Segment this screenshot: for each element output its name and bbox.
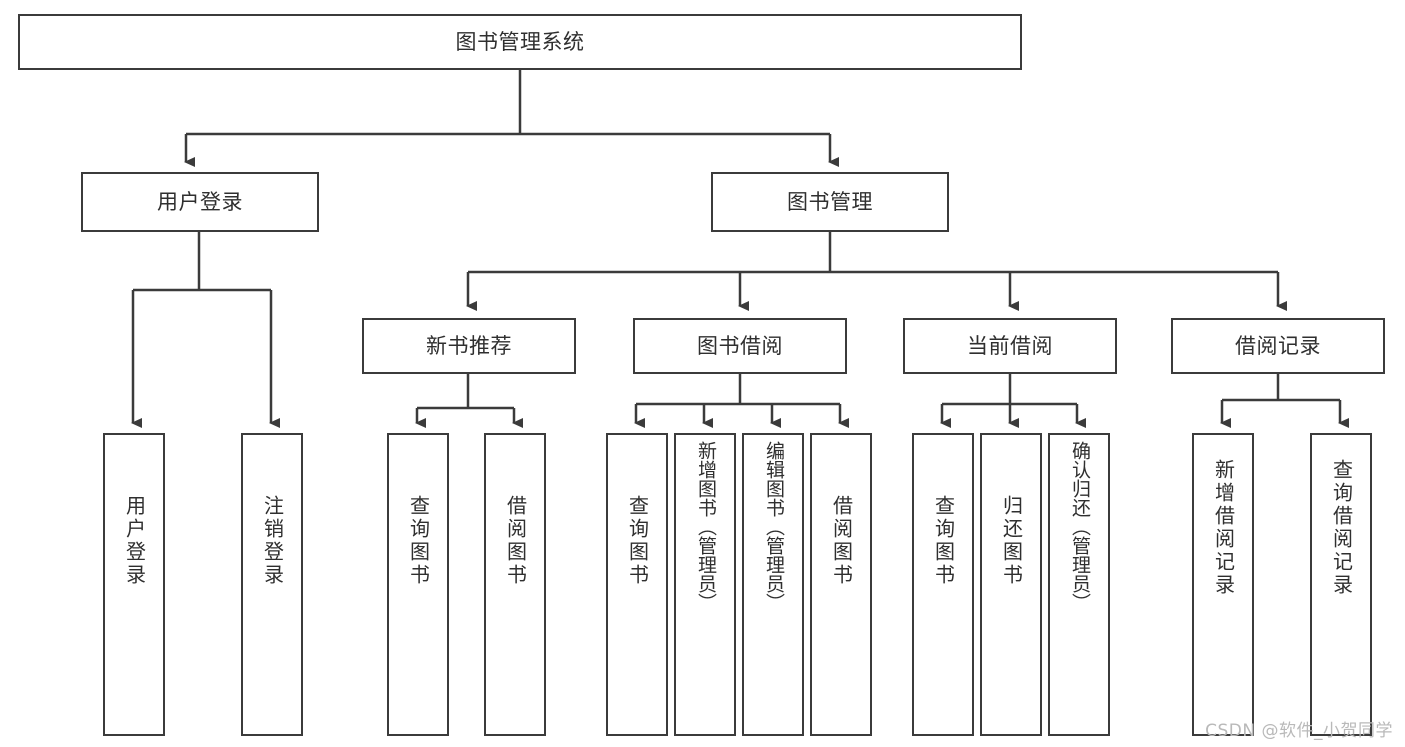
node-new-book-recommend[interactable]: 新书推荐 [362,318,576,374]
node-current-borrow-label: 当前借阅 [967,333,1053,358]
node-book-borrow-label: 图书借阅 [697,333,783,358]
node-leaf-user-login-label: 用户登录 [122,495,147,587]
node-leaf-query-book-2[interactable]: 查询图书 [606,433,668,736]
node-leaf-query-book-2-label: 查询图书 [625,495,650,587]
node-leaf-edit-book-admin[interactable]: 编辑图书（管理员） [742,433,804,736]
node-leaf-logout-label: 注销登录 [260,495,285,587]
node-leaf-query-book-3-label: 查询图书 [931,495,956,587]
node-root[interactable]: 图书管理系统 [18,14,1022,70]
node-leaf-confirm-return-admin-label: 确认归还（管理员） [1068,441,1091,612]
node-leaf-return-book[interactable]: 归还图书 [980,433,1042,736]
node-leaf-query-borrow-record[interactable]: 查询借阅记录 [1310,433,1372,736]
node-new-book-recommend-label: 新书推荐 [426,333,512,358]
node-root-label: 图书管理系统 [455,29,585,54]
node-leaf-add-borrow-record-label: 新增借阅记录 [1211,459,1236,597]
node-leaf-borrow-book-2[interactable]: 借阅图书 [810,433,872,736]
node-leaf-logout[interactable]: 注销登录 [241,433,303,736]
node-book-borrow[interactable]: 图书借阅 [633,318,847,374]
node-book-management-label: 图书管理 [787,189,873,214]
node-borrow-records-label: 借阅记录 [1235,333,1321,358]
node-leaf-add-book-admin-label: 新增图书（管理员） [694,441,717,612]
node-borrow-records[interactable]: 借阅记录 [1171,318,1385,374]
watermark-text: CSDN @软件_小贺同学 [1205,721,1393,741]
node-user-login-label: 用户登录 [157,189,243,214]
node-leaf-borrow-book-1[interactable]: 借阅图书 [484,433,546,736]
node-leaf-query-book-3[interactable]: 查询图书 [912,433,974,736]
node-leaf-add-borrow-record[interactable]: 新增借阅记录 [1192,433,1254,736]
node-leaf-add-book-admin[interactable]: 新增图书（管理员） [674,433,736,736]
node-book-management[interactable]: 图书管理 [711,172,949,232]
node-leaf-edit-book-admin-label: 编辑图书（管理员） [762,441,785,612]
node-leaf-query-book-1-label: 查询图书 [406,495,431,587]
node-leaf-user-login[interactable]: 用户登录 [103,433,165,736]
node-leaf-borrow-book-2-label: 借阅图书 [829,495,854,587]
node-leaf-query-book-1[interactable]: 查询图书 [387,433,449,736]
node-leaf-confirm-return-admin[interactable]: 确认归还（管理员） [1048,433,1110,736]
node-current-borrow[interactable]: 当前借阅 [903,318,1117,374]
node-leaf-query-borrow-record-label: 查询借阅记录 [1329,459,1354,597]
node-user-login[interactable]: 用户登录 [81,172,319,232]
node-leaf-return-book-label: 归还图书 [999,495,1024,587]
node-leaf-borrow-book-1-label: 借阅图书 [503,495,528,587]
